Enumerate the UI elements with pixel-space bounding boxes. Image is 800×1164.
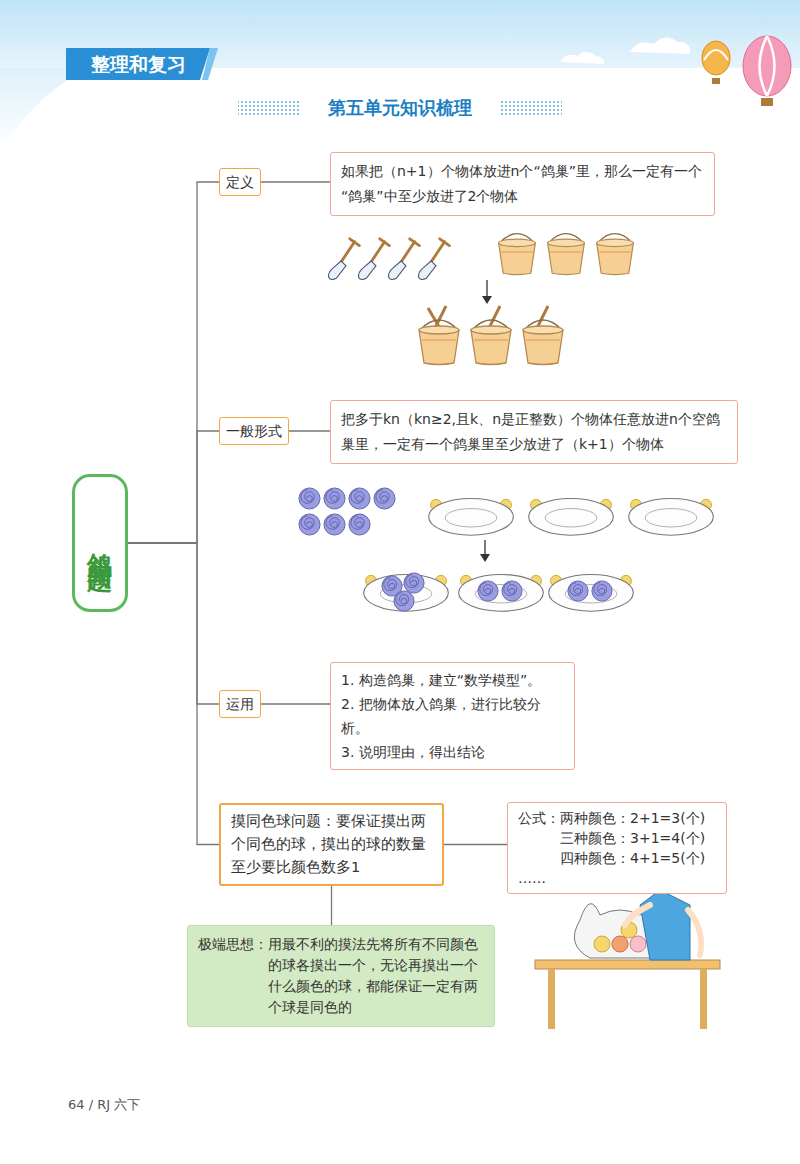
bucket xyxy=(419,320,459,365)
cake xyxy=(324,514,345,535)
node-text: 四种颜色：4+1=5(个) xyxy=(518,848,716,868)
bucket xyxy=(597,234,634,275)
header-tab xyxy=(66,48,218,80)
topic-node: 鸽巢问题 xyxy=(72,474,128,612)
balloon-stripe xyxy=(760,36,775,96)
cake xyxy=(394,591,414,611)
general-form-box: 把多于kn（kn≥2,且k、n是正整数）个物体任意放进n个空鸽巢里，一定有一个鸽… xyxy=(330,400,738,464)
tree-connector xyxy=(289,430,330,431)
node-text: …… xyxy=(518,868,716,888)
cake xyxy=(349,514,370,535)
down-arrow-head xyxy=(480,554,490,562)
problem-box: 摸同色球问题：要保证摸出两个同色的球，摸出的球的数量至少要比颜色数多1 xyxy=(219,803,444,886)
plate xyxy=(549,574,634,611)
shovel xyxy=(419,239,450,280)
tree-connector xyxy=(331,886,332,925)
definition-box: 如果把（n+1）个物体放进n个“鸽巢”里，那么一定有一个“鸽巢”中至少放进了2个… xyxy=(330,152,715,216)
node-text: 1. 构造鸽巢，建立“数学模型”。 xyxy=(341,668,564,692)
kid-arm xyxy=(688,910,701,955)
tree-connector xyxy=(128,543,219,845)
cake xyxy=(374,488,395,509)
formula-box: 公式：两种颜色：2+1=3(个)三种颜色：3+1=4(个)四种颜色：4+1=5(… xyxy=(507,802,727,894)
side-wave xyxy=(0,68,90,150)
basket xyxy=(712,78,720,84)
node-text: 公式：两种颜色：2+1=3(个) xyxy=(518,808,716,828)
node-text: 2. 把物体放入鸽巢，进行比较分析。 xyxy=(341,692,564,740)
ball xyxy=(612,936,628,952)
cake xyxy=(592,581,612,601)
bucket xyxy=(548,234,585,275)
section-tab-label: 整理和复习 xyxy=(68,50,208,78)
kid-body xyxy=(640,890,690,960)
shovel xyxy=(389,239,420,280)
node-text: 如果把（n+1）个物体放进n个“鸽巢”里，那么一定有一个“鸽巢”中至少放进了2个… xyxy=(341,159,704,209)
bucket xyxy=(471,320,511,365)
note-box: 极端思想：用最不利的摸法先将所有不同颜色的球各摸出一个，无论再摸出一个什么颜色的… xyxy=(187,925,495,1027)
steps-box: 1. 构造鸽巢，建立“数学模型”。2. 把物体放入鸽巢，进行比较分析。3. 说明… xyxy=(330,662,575,770)
dot-block xyxy=(238,99,300,115)
balloon xyxy=(702,41,730,75)
cake-plate-illustration xyxy=(299,488,713,611)
top-banner xyxy=(0,0,800,150)
node-text: 把多于kn（kn≥2,且k、n是正整数）个物体任意放进n个空鸽巢里，一定有一个鸽… xyxy=(341,407,727,457)
plate xyxy=(459,574,544,611)
branch-tag: 运用 xyxy=(219,690,261,718)
down-arrow-head xyxy=(482,296,492,304)
cloud xyxy=(560,52,604,64)
node-text: 3. 说明理由，得出结论 xyxy=(341,740,564,764)
node-text: 定义 xyxy=(220,172,260,192)
node-text: 一般形式 xyxy=(220,421,288,441)
header-tab-edge xyxy=(202,48,218,80)
cake xyxy=(404,573,424,593)
diagram-title: 第五单元知识梳理 xyxy=(0,96,800,120)
hot-air-balloons xyxy=(702,36,791,106)
plate xyxy=(529,498,614,535)
table-leg xyxy=(548,969,555,1029)
down-arrow xyxy=(486,280,487,298)
header-tab-shape xyxy=(66,48,210,80)
cake xyxy=(568,581,588,601)
shovel xyxy=(329,239,360,280)
cake xyxy=(349,488,370,509)
tree-connector xyxy=(128,543,219,704)
node-text: 三种颜色：3+1=4(个) xyxy=(518,828,716,848)
cake xyxy=(324,488,345,509)
plate xyxy=(629,498,714,535)
bucket xyxy=(523,320,563,365)
node-text: 运用 xyxy=(220,694,260,714)
cake xyxy=(478,581,498,601)
plate xyxy=(429,498,514,535)
tree-connector xyxy=(444,844,507,845)
shovel-bucket-illustration xyxy=(329,234,634,365)
tree-connector xyxy=(128,182,219,543)
tree-connector xyxy=(261,703,330,704)
ball xyxy=(630,936,646,952)
cloud xyxy=(630,37,690,54)
node-text: 极端思想：用最不利的摸法先将所有不同颜色的球各摸出一个，无论再摸出一个什么颜色的… xyxy=(268,934,484,1018)
page-number: 64 / RJ 六下 xyxy=(68,1096,140,1114)
node-text: 鸽巢问题 xyxy=(84,533,117,553)
tree-connector xyxy=(128,431,219,543)
cake xyxy=(299,488,320,509)
branch-tag: 一般形式 xyxy=(219,417,289,445)
shovel xyxy=(359,239,390,280)
table-leg xyxy=(700,969,707,1029)
balloon xyxy=(743,36,791,96)
basket xyxy=(761,98,773,106)
cake xyxy=(502,581,522,601)
ball xyxy=(594,936,610,952)
tree-connector xyxy=(261,181,330,182)
branch-tag: 定义 xyxy=(219,168,261,196)
table-top xyxy=(535,960,720,969)
bucket xyxy=(499,234,536,275)
kid-arm xyxy=(625,905,650,925)
cake xyxy=(299,514,320,535)
node-text: 摸同色球问题：要保证摸出两个同色的球，摸出的球的数量至少要比颜色数多1 xyxy=(231,810,432,879)
dot-block xyxy=(500,99,562,115)
down-arrow xyxy=(484,540,485,556)
balloon-stripe xyxy=(704,50,728,60)
